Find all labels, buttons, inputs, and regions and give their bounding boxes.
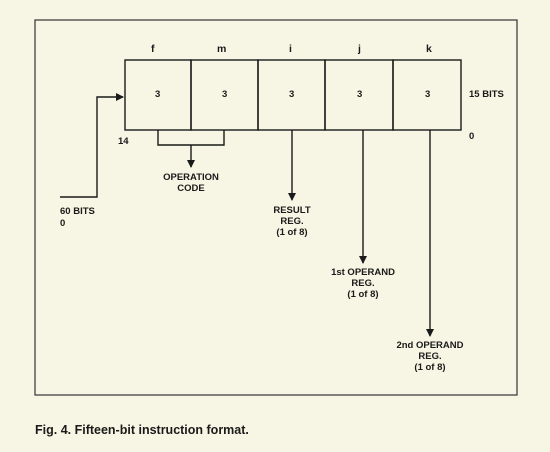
- operation-code-bracket: [157, 130, 225, 146]
- result-reg-line1: RESULT: [273, 205, 311, 216]
- word-size-label: 60 BITS: [60, 206, 95, 217]
- field-bits-k: 3: [425, 89, 431, 100]
- first-operand-line1: 1st OPERAND: [331, 267, 395, 278]
- field-letter-j: j: [358, 43, 361, 55]
- field-letter-m: m: [217, 43, 227, 55]
- field-bits-j: 3: [357, 89, 363, 100]
- bit-position-low: 0: [469, 131, 475, 142]
- field-letter-f: f: [151, 43, 155, 55]
- second-operand-line1: 2nd OPERAND: [396, 340, 464, 351]
- second-operand-line2: REG.: [418, 351, 442, 362]
- operation-code-line2: CODE: [177, 183, 205, 194]
- figure-caption: Fig. 4. Fifteen-bit instruction format.: [35, 423, 249, 437]
- input-arrow: [60, 93, 124, 198]
- word-width-label: 15 BITS: [469, 89, 504, 100]
- result-reg-line3: (1 of 8): [276, 227, 308, 238]
- figure-frame: [34, 19, 518, 396]
- first-operand-line3: (1 of 8): [347, 289, 379, 300]
- word-size-origin: 0: [60, 218, 66, 229]
- result-reg-line2: REG.: [280, 216, 304, 227]
- field-letter-k: k: [426, 43, 432, 55]
- second-operand-line3: (1 of 8): [414, 362, 446, 373]
- operation-code-label: OPERATION CODE: [151, 172, 231, 194]
- field-letter-i: i: [289, 43, 292, 55]
- field-bits-m: 3: [222, 89, 228, 100]
- second-operand-label: 2nd OPERAND REG. (1 of 8): [388, 340, 472, 373]
- operation-code-line1: OPERATION: [163, 172, 219, 183]
- bit-position-high: 14: [118, 136, 129, 147]
- field-box-k: [392, 59, 462, 131]
- first-operand-label: 1st OPERAND REG. (1 of 8): [322, 267, 404, 300]
- field-bits-f: 3: [155, 89, 161, 100]
- first-operand-line2: REG.: [351, 278, 375, 289]
- result-reg-label: RESULT REG. (1 of 8): [262, 205, 322, 238]
- field-bits-i: 3: [289, 89, 295, 100]
